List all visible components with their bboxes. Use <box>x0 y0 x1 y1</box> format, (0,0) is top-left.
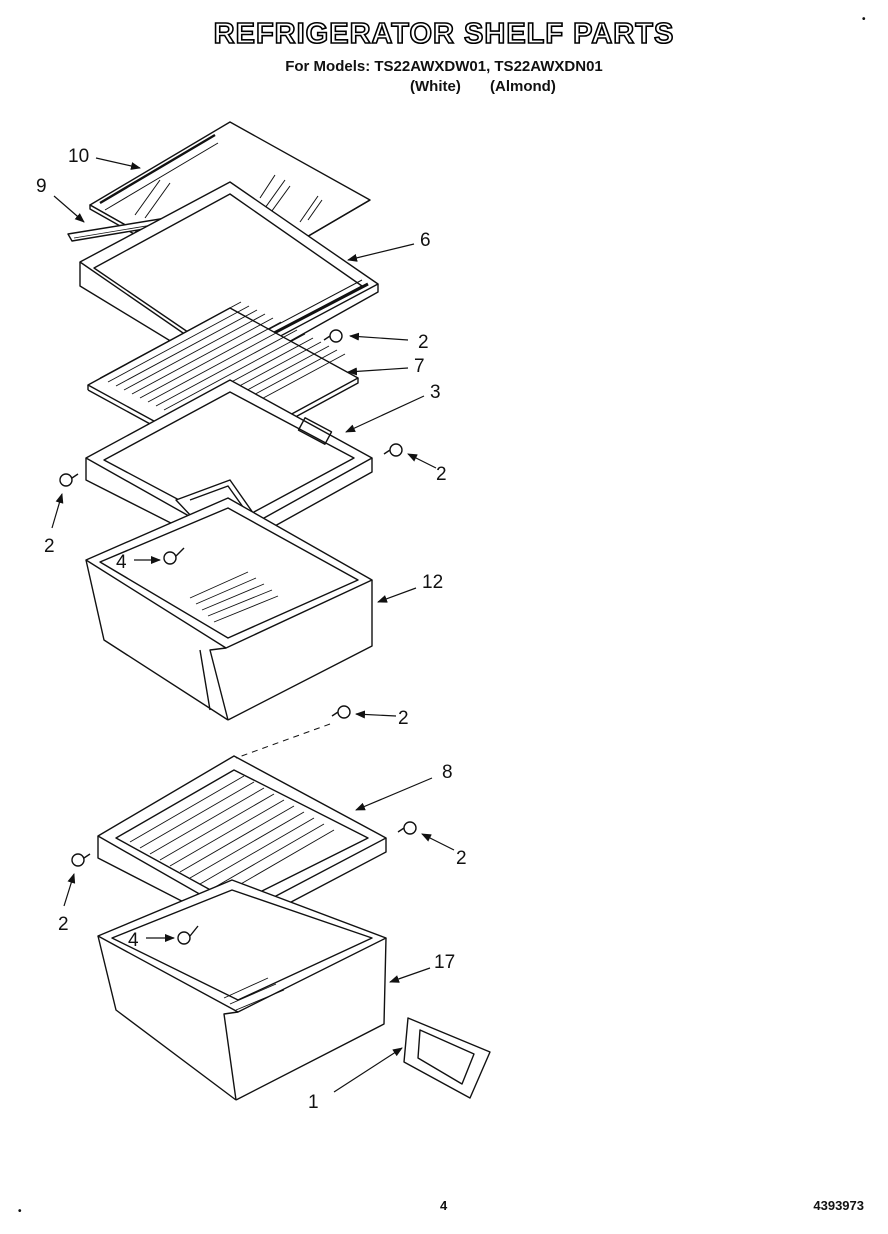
leader-10 <box>95 157 141 170</box>
fastener-part-2-c <box>59 473 79 487</box>
fastener-part-4-b <box>177 925 199 945</box>
fastener-part-2-a <box>323 329 343 343</box>
page-title: REFRIGERATOR SHELF PARTS <box>213 17 675 51</box>
leader-7 <box>347 367 409 376</box>
leader-9 <box>53 195 85 223</box>
fastener-part-2-b <box>383 443 403 457</box>
callout-9: 9 <box>36 176 47 197</box>
callout-12: 12 <box>422 572 443 593</box>
leader-2f <box>63 873 76 907</box>
callout-17: 17 <box>434 952 455 973</box>
assembly-dashed-line <box>235 723 331 759</box>
shelf-frame-part-6 <box>79 181 379 377</box>
callout-2-d: 2 <box>398 708 409 729</box>
fastener-part-2-d <box>331 705 351 719</box>
callout-7: 7 <box>414 356 425 377</box>
registration-mark-top: • <box>862 14 866 25</box>
crisper-pan-part-17 <box>97 879 387 1101</box>
callout-2-a: 2 <box>418 332 429 353</box>
leader-12 <box>377 587 417 603</box>
leader-2c <box>51 493 64 529</box>
fastener-part-2-f <box>71 853 91 867</box>
callout-2-b: 2 <box>436 464 447 485</box>
crisper-pan-part-12 <box>85 497 373 721</box>
leader-6 <box>347 243 415 262</box>
variant-white-label: (White) <box>410 78 461 95</box>
callout-2-c: 2 <box>44 536 55 557</box>
leader-3 <box>345 395 425 433</box>
callout-2-e: 2 <box>456 848 467 869</box>
models-line: For Models: TS22AWXDW01, TS22AWXDN01 <box>285 58 603 75</box>
leader-8 <box>355 777 433 811</box>
fastener-part-4-a <box>163 547 185 565</box>
callout-3: 3 <box>430 382 441 403</box>
leader-1 <box>333 1047 403 1093</box>
leader-17 <box>389 967 431 983</box>
callout-4-a: 4 <box>116 552 127 573</box>
leader-2a <box>349 332 409 341</box>
fastener-part-2-e <box>397 821 417 835</box>
page-number: 4 <box>440 1198 448 1213</box>
callout-1: 1 <box>308 1092 319 1113</box>
leader-2e <box>421 833 455 851</box>
variant-almond-label: (Almond) <box>490 78 556 95</box>
document-number: 4393973 <box>813 1198 864 1213</box>
leader-2d <box>355 710 397 719</box>
callout-10: 10 <box>68 146 89 167</box>
registration-mark-bottom: • <box>18 1206 22 1217</box>
crisper-cover-part-8 <box>97 755 387 931</box>
callout-2-f: 2 <box>58 914 69 935</box>
callout-8: 8 <box>442 762 453 783</box>
callout-6: 6 <box>420 230 431 251</box>
callout-4-b: 4 <box>128 930 139 951</box>
leader-2b <box>407 453 437 469</box>
label-plate-part-1 <box>403 1017 491 1099</box>
